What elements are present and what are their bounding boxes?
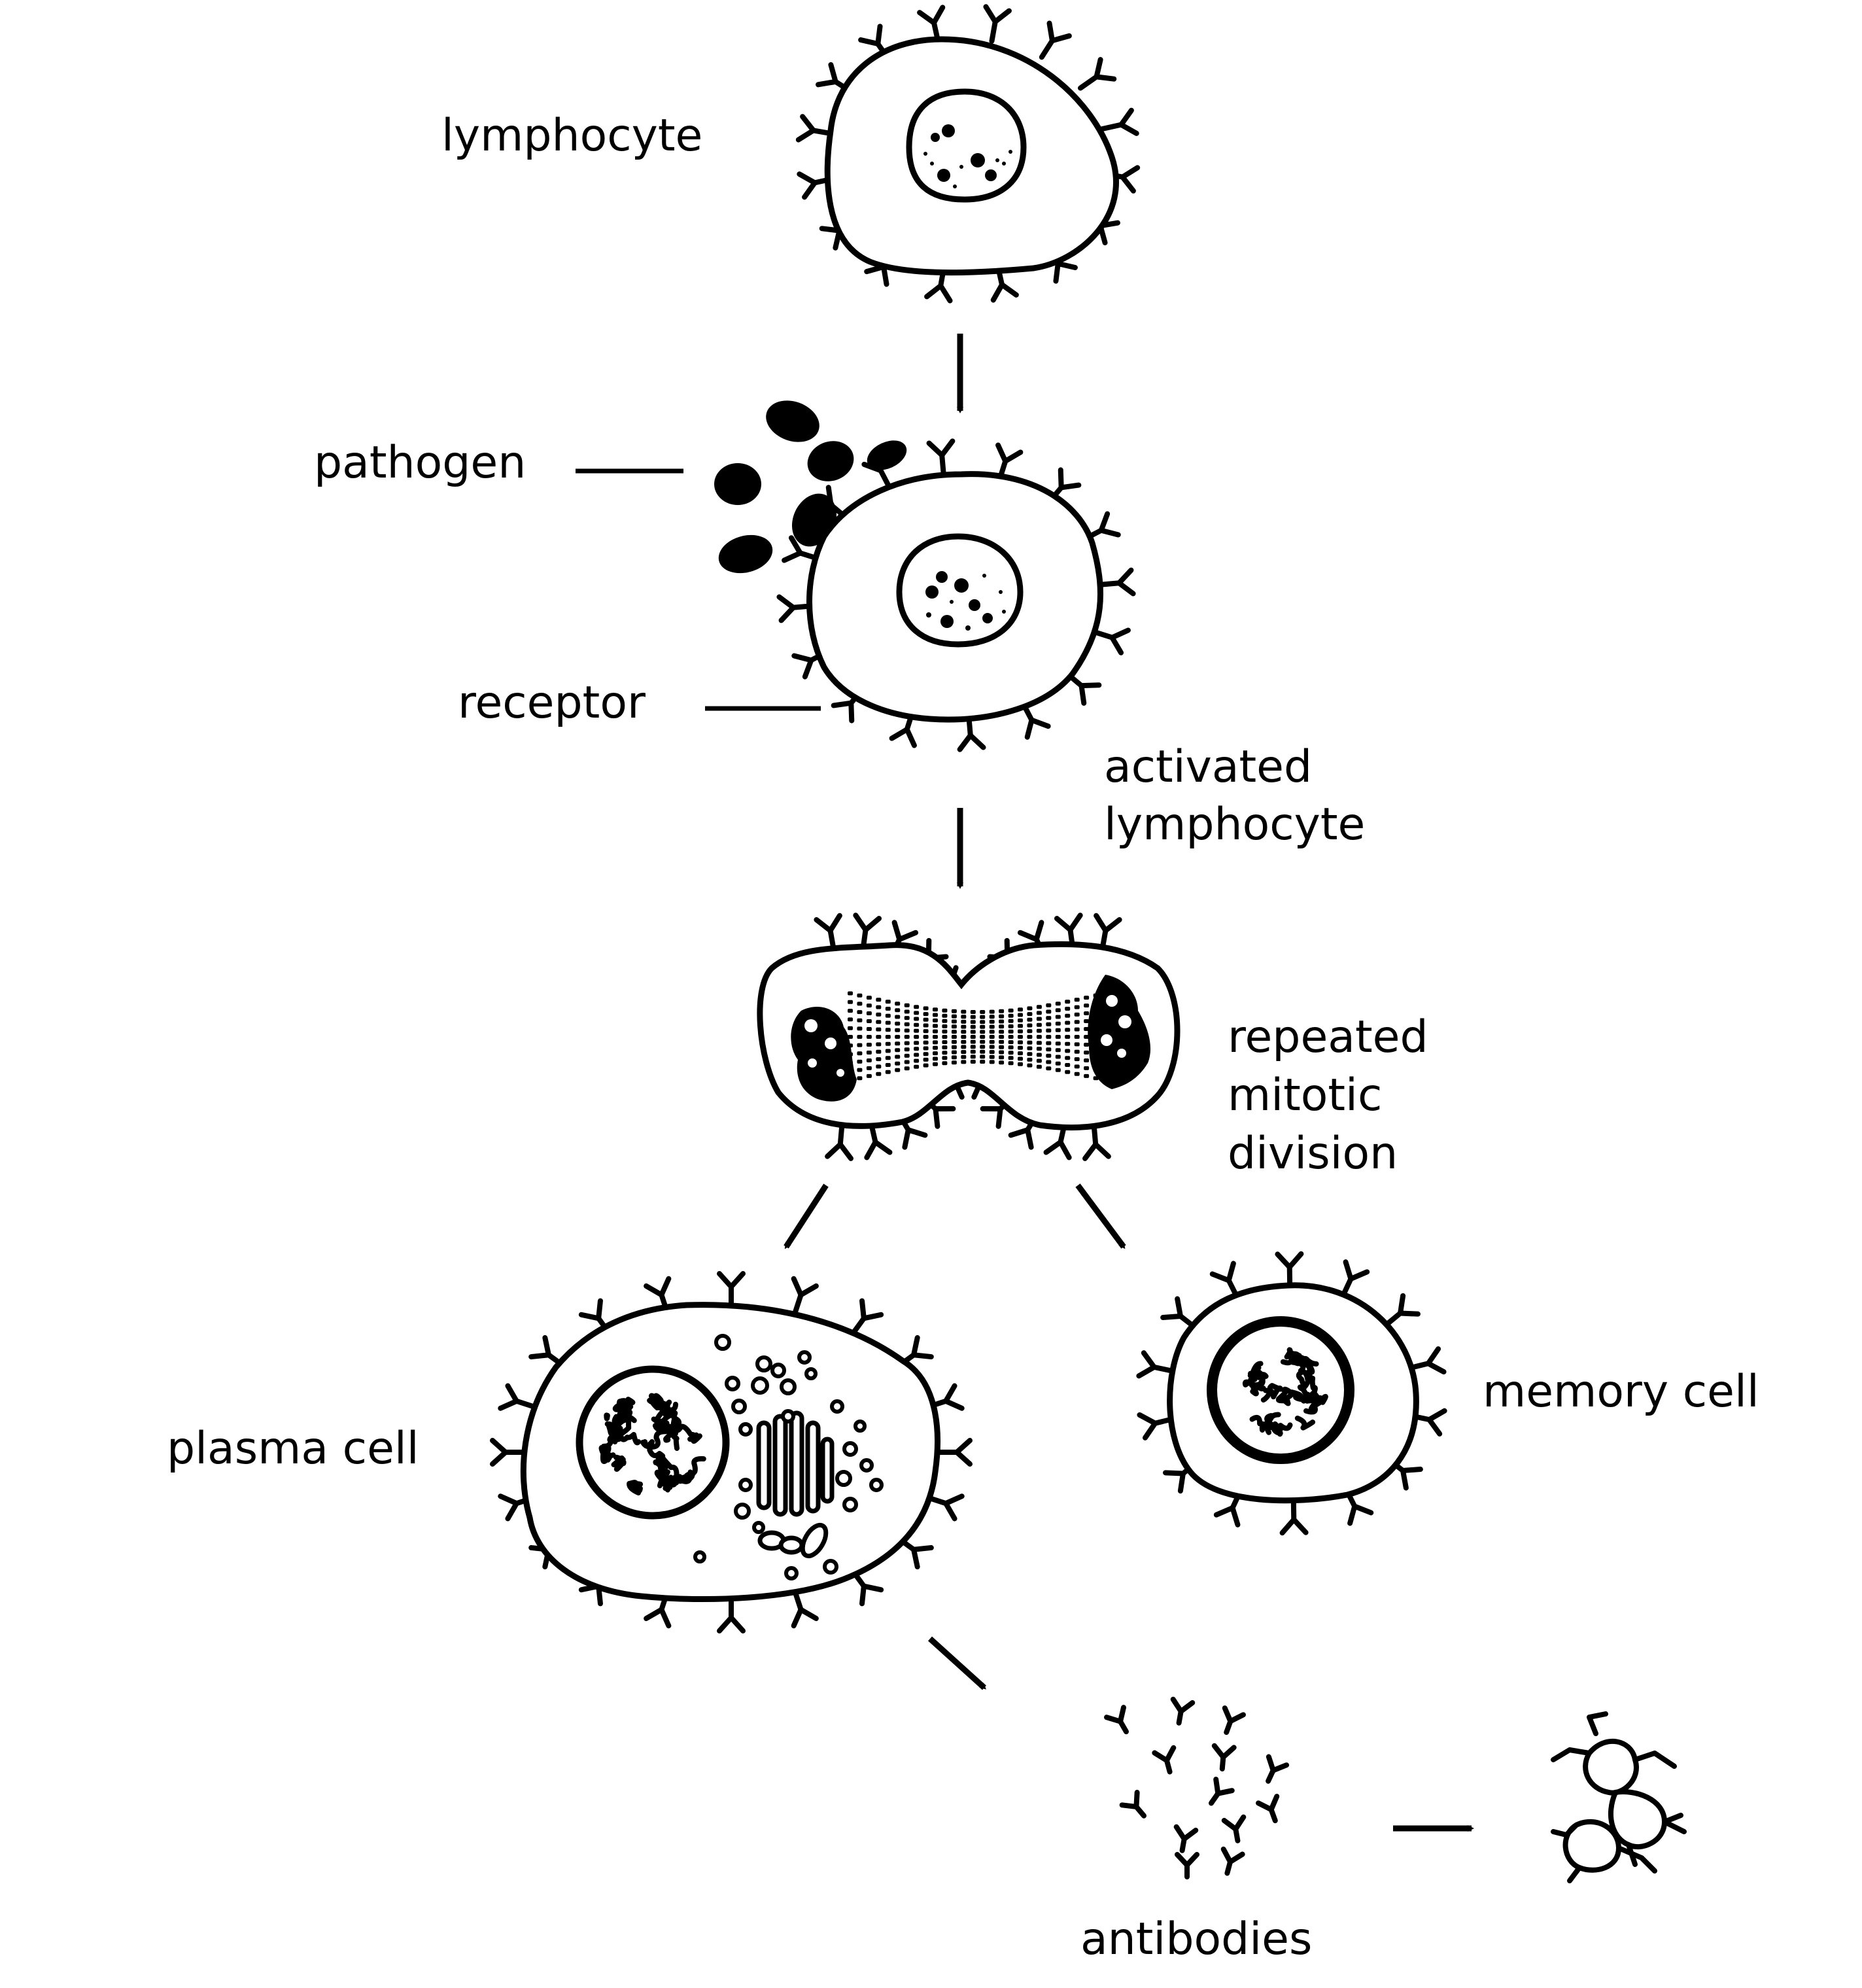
vesicles bbox=[693, 1334, 884, 1580]
label-lymphocyte: lymphocyte bbox=[441, 110, 702, 162]
antibody-icon bbox=[1224, 1817, 1247, 1843]
antibody-icon bbox=[1217, 1708, 1243, 1735]
antibody-icon bbox=[1169, 1700, 1192, 1725]
antibody-cluster bbox=[1107, 1700, 1286, 1877]
receptor-icon bbox=[1277, 1254, 1302, 1287]
antibody-icon bbox=[1203, 1779, 1232, 1809]
arrow-to-antibodies bbox=[927, 1636, 987, 1690]
label-repeated-line1: repeated bbox=[1228, 1011, 1428, 1063]
chromosomes-left bbox=[791, 1007, 857, 1102]
label-antibodies: antibodies bbox=[1080, 1913, 1312, 1965]
chromatin-squiggles bbox=[1242, 1347, 1328, 1437]
cell-membrane bbox=[757, 941, 1181, 1130]
antibody-icon bbox=[1259, 1757, 1286, 1785]
dividing-cell bbox=[757, 915, 1181, 1159]
antibody-icon bbox=[1173, 1827, 1196, 1853]
pathogen-cluster bbox=[714, 400, 907, 574]
receptor-icon bbox=[980, 7, 1009, 43]
label-activated-line1: activated bbox=[1104, 741, 1312, 793]
receptor-icon bbox=[492, 1440, 525, 1464]
receptor-icon bbox=[827, 1124, 853, 1159]
receptor-icon bbox=[1074, 60, 1114, 97]
label-memory-cell: memory cell bbox=[1483, 1366, 1759, 1418]
antibody-icon bbox=[1122, 1792, 1152, 1822]
receptor-icon bbox=[719, 1598, 743, 1631]
receptor-icon bbox=[1282, 1500, 1306, 1533]
antibody-icon bbox=[1107, 1707, 1135, 1736]
label-receptor: receptor bbox=[458, 677, 646, 729]
antibody-icon bbox=[1258, 1796, 1284, 1824]
endoplasmic-reticulum bbox=[756, 1410, 835, 1559]
antibody-icon bbox=[1154, 1748, 1179, 1775]
plasma-cell bbox=[492, 1274, 970, 1631]
chromatin-dots bbox=[925, 571, 1006, 631]
receptor-icon bbox=[929, 441, 956, 476]
label-activated-line2: lymphocyte bbox=[1104, 799, 1365, 850]
arrow-to-memory-cell bbox=[1075, 1183, 1126, 1249]
receptor-icon bbox=[719, 1274, 743, 1306]
label-repeated-line3: division bbox=[1228, 1128, 1398, 1179]
receptor-icon bbox=[1099, 570, 1133, 597]
arrow-to-plasma-cell bbox=[784, 1183, 829, 1249]
nucleus bbox=[906, 88, 1027, 203]
chromosomes-right bbox=[1088, 975, 1151, 1089]
antigen-antibody-complex bbox=[1551, 1711, 1687, 1883]
antibody-icon bbox=[1218, 1849, 1243, 1876]
antibody-icon bbox=[1213, 1746, 1234, 1770]
label-plasma-cell: plasma cell bbox=[167, 1423, 419, 1474]
spindle-fibers bbox=[848, 991, 1108, 1083]
activated-lymphocyte-cell bbox=[714, 400, 1133, 749]
antibody-icon bbox=[1177, 1855, 1197, 1877]
chromatin-squiggles bbox=[598, 1393, 706, 1495]
receptor-icon bbox=[937, 1440, 970, 1464]
lymphocyte-cell bbox=[799, 7, 1137, 300]
label-repeated-line2: mitotic bbox=[1228, 1070, 1382, 1121]
chromatin-dots bbox=[923, 124, 1012, 188]
receptor-icon bbox=[1032, 24, 1069, 64]
memory-cell bbox=[1139, 1254, 1444, 1533]
label-pathogen: pathogen bbox=[314, 437, 526, 489]
